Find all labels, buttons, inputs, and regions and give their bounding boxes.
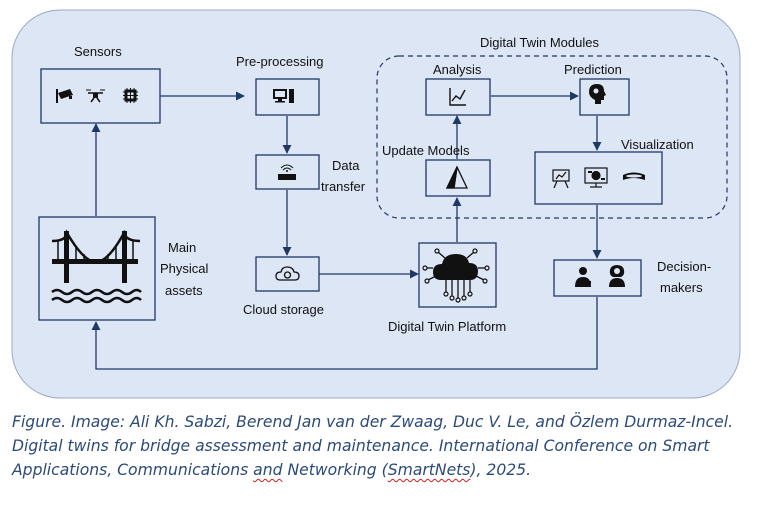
preprocessing-label: Pre-processing: [236, 54, 324, 69]
update-models-label: Update Models: [382, 143, 470, 158]
caption-text-2: Networking (: [282, 461, 388, 479]
decision-makers-label-line1: Decision-: [657, 259, 712, 274]
caption-underlined-word: and: [253, 461, 283, 479]
dt-modules-label: Digital Twin Modules: [480, 35, 599, 50]
vr-headset-icon: [623, 172, 645, 180]
arrow-decision-to-assets: [91, 297, 598, 370]
presentation-icon: [552, 169, 570, 189]
update-models-box: [425, 159, 491, 197]
cloud-network-icon: [422, 248, 490, 303]
cctv-camera-icon: [56, 89, 73, 103]
sensors-box: [40, 68, 161, 124]
microchip-icon: [123, 88, 138, 103]
main-assets-label-line2: Physical: [160, 261, 209, 276]
sensors-label: Sensors: [74, 44, 122, 59]
cloud-storage-box: [255, 256, 320, 292]
main-assets-box: [38, 216, 156, 321]
prediction-label: Prediction: [564, 62, 622, 77]
figure-caption: Figure. Image: Ali Kh. Sabzi, Berend Jan…: [12, 410, 752, 482]
analysis-label: Analysis: [433, 62, 482, 77]
pyramid-model-icon: [445, 165, 469, 189]
dashboard-icon: [584, 167, 608, 188]
router-icon: [278, 164, 296, 180]
decision-makers-label-line2: makers: [660, 280, 703, 295]
diagram: Sensors Pre-processing Data transfer Clo…: [11, 9, 741, 399]
cloud-storage-label: Cloud storage: [243, 302, 324, 317]
main-assets-label-line3: assets: [165, 283, 203, 298]
brain-head-icon: [589, 84, 606, 104]
prediction-box: [579, 78, 630, 116]
businessman-icon: [575, 267, 591, 287]
main-assets-label-line1: Main: [168, 240, 197, 255]
preprocessing-box: [255, 78, 320, 116]
drone-icon: [86, 89, 105, 103]
caption-text-3: ), 2025.: [470, 461, 532, 479]
dt-platform-label: Digital Twin Platform: [388, 319, 507, 334]
bridge-icon: [51, 229, 142, 304]
computer-icon: [273, 89, 294, 103]
caption-text: Figure. Image: Ali Kh. Sabzi, Berend Jan…: [12, 413, 734, 479]
line-chart-icon: [449, 88, 466, 106]
decision-makers-box: [553, 259, 642, 297]
diagram-background: [11, 9, 741, 399]
data-transfer-box: [255, 154, 320, 190]
dt-modules-group: [376, 55, 728, 219]
diagram-canvas: [11, 9, 741, 399]
data-transfer-label-line2: transfer: [321, 179, 366, 194]
data-transfer-label-line1: Data: [332, 158, 360, 173]
caption-underlined-acronym: SmartNets: [387, 461, 471, 479]
visualization-label: Visualization: [621, 137, 694, 152]
businesswoman-icon: [609, 265, 625, 287]
cloud-sync-icon: [275, 266, 300, 281]
